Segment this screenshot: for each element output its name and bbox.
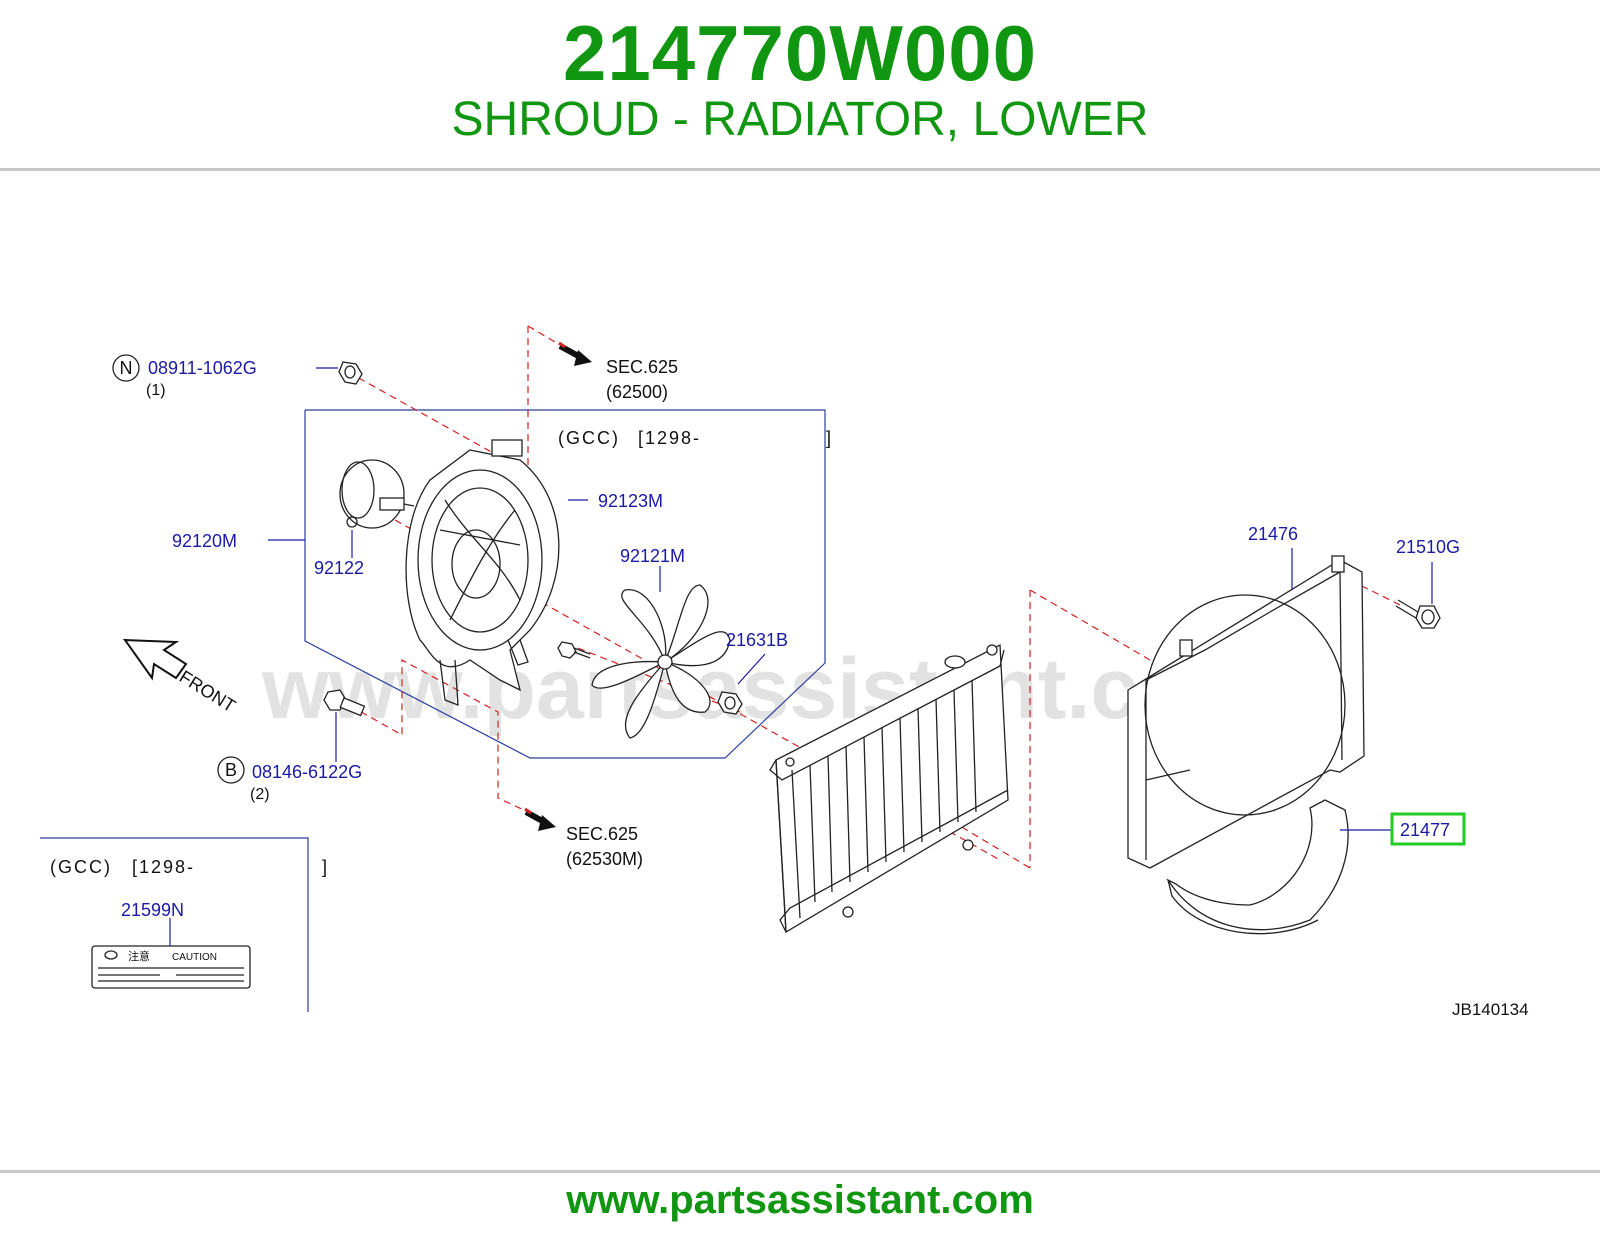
marker-n-circle [112, 354, 140, 382]
footer-url-link[interactable]: www.partsassistant.com [566, 1178, 1034, 1222]
gcc-upper-close: ] [826, 428, 831, 448]
callout-92121M[interactable]: 92121M [620, 546, 685, 566]
sec-top-sub: (62500) [606, 382, 668, 402]
fan-nut-icon [717, 691, 743, 715]
callout-92122[interactable]: 92122 [314, 558, 364, 578]
flange-bolt-icon [323, 689, 366, 717]
callout-0891[interactable]: 08911-1062G [148, 358, 257, 378]
lower-radiator-shroud-icon [1166, 799, 1349, 935]
callout-21510G[interactable]: 21510G [1396, 537, 1460, 557]
callout-21631B[interactable]: 21631B [726, 630, 788, 650]
sec-bottom-arrow-icon [524, 807, 556, 831]
assembly-line-nut [347, 371, 521, 469]
gcc-upper-region: (GCC) [558, 428, 620, 448]
assembly-line-sec-top-h [527, 325, 561, 346]
sec-bottom-sub: (62530M) [566, 849, 643, 869]
sec-bottom-label[interactable]: SEC.625 [566, 824, 638, 844]
upper-radiator-shroud-icon [1127, 555, 1365, 869]
marker-b-letter: B [225, 760, 237, 780]
callout-92120M[interactable]: 92120M [172, 531, 237, 551]
caution-label-icon [91, 945, 251, 989]
callout-21599N[interactable]: 21599N [121, 900, 184, 920]
footer-divider [0, 1170, 1600, 1173]
front-label: FRONT [176, 666, 239, 716]
fan-motor-icon [339, 459, 415, 529]
motor-fan-shroud-icon [405, 439, 560, 706]
callout-0814-qty: (2) [250, 786, 270, 803]
callout-0891-qty: (1) [146, 382, 166, 399]
callout-21477[interactable]: 21477 [1400, 820, 1450, 840]
leader-21631B [737, 653, 766, 685]
radiator-icon [769, 643, 1009, 934]
header-divider [0, 168, 1600, 171]
marker-n-letter: N [120, 358, 133, 378]
diagram-code: JB140134 [1452, 1000, 1529, 1019]
fan-blade-icon [591, 584, 731, 739]
highlighted-part-box [1390, 812, 1466, 846]
callout-21476[interactable]: 21476 [1248, 524, 1298, 544]
front-arrow-icon [123, 638, 188, 681]
callout-0814[interactable]: 08146-6122G [252, 762, 362, 782]
callout-92123M[interactable]: 92123M [598, 491, 663, 511]
marker-b-circle [217, 756, 245, 784]
sec-top-label[interactable]: SEC.625 [606, 357, 678, 377]
fan-assembly-group-box [304, 409, 826, 759]
part-description: SHROUD - RADIATOR, LOWER [451, 93, 1149, 146]
hex-nut-icon [338, 361, 363, 385]
part-number-title: 214770W000 [562, 9, 1038, 97]
caution-label-group-box [40, 837, 309, 1012]
gcc-lower-close: ] [322, 857, 327, 877]
sec-top-arrow-icon [558, 341, 592, 366]
gcc-upper-range: [1298- [638, 428, 701, 448]
header: 214770W000 SHROUD - RADIATOR, LOWER [0, 0, 1600, 170]
caution-label-en: CAUTION [172, 952, 217, 963]
fan-bolt-icon [557, 641, 591, 659]
gcc-lower-range: [1298- [132, 857, 195, 877]
shroud-screw-icon [1395, 599, 1441, 629]
caution-label-jp: 注意 [128, 949, 150, 963]
gcc-lower-region: (GCC) [50, 857, 112, 877]
